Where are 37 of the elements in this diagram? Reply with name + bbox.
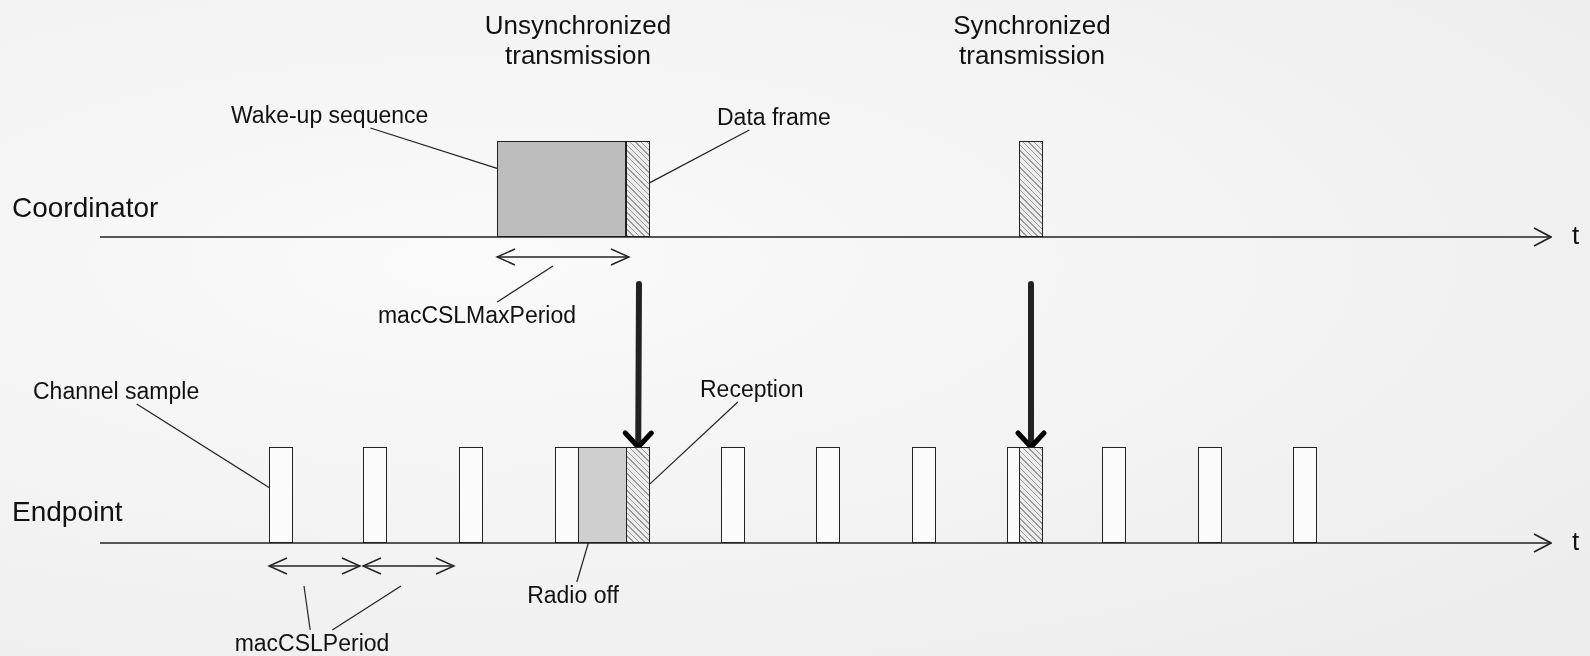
row-label: Endpoint [12, 496, 123, 528]
leader-line [576, 542, 589, 583]
radio-off-block [578, 447, 627, 543]
callout-label: Data frame [717, 104, 831, 130]
sample-slot [459, 447, 483, 543]
section-heading: Unsynchronized transmission [483, 10, 673, 70]
axis-label: t [1572, 220, 1580, 250]
leader-line [369, 127, 498, 169]
data-frame-block [1019, 141, 1043, 237]
callout-label: Reception [700, 376, 804, 402]
sample-slot [1293, 447, 1317, 543]
callout-label: macCSLMaxPeriod [377, 302, 577, 328]
reception-frame [1019, 447, 1043, 543]
section-heading: Synchronized transmission [952, 10, 1112, 70]
leader-line [331, 585, 402, 631]
leader-line [496, 265, 554, 303]
data-frame-block [626, 141, 650, 237]
leader-line [136, 403, 270, 489]
reception-frame [626, 447, 650, 543]
sample-slot [912, 447, 936, 543]
wake-up-block [497, 141, 626, 237]
sample-slot [721, 447, 745, 543]
callout-label: macCSLPeriod [234, 630, 390, 656]
leader-line [649, 401, 739, 485]
sample-slot [1198, 447, 1222, 543]
callout-label: Wake-up sequence [231, 102, 429, 128]
sample-slot [1102, 447, 1126, 543]
callout-label: Channel sample [33, 378, 200, 404]
leader-line [649, 129, 750, 184]
sample-slot [555, 447, 579, 543]
sample-slot [363, 447, 387, 543]
sample-slot [269, 447, 293, 543]
axis-label: t [1572, 526, 1580, 556]
sample-slot [816, 447, 840, 543]
row-label: Coordinator [12, 192, 159, 224]
leader-line [303, 585, 311, 631]
callout-label: Radio off [527, 582, 619, 608]
